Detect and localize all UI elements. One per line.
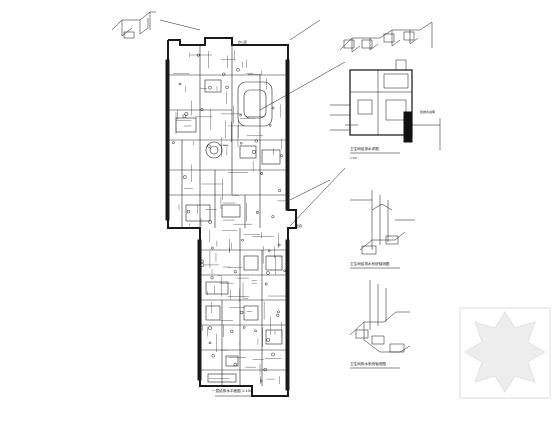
fixture-symbol bbox=[264, 282, 268, 286]
fixture-symbol bbox=[200, 259, 204, 264]
fixture-symbol bbox=[196, 53, 200, 57]
fixture-symbol bbox=[207, 144, 211, 148]
fixture-symbol bbox=[240, 142, 243, 145]
fixture-symbol bbox=[236, 68, 240, 72]
lower-block-partitions bbox=[200, 228, 288, 386]
fixture-symbol bbox=[211, 246, 214, 250]
fixture-symbol bbox=[260, 172, 264, 175]
fixture-symbol bbox=[260, 379, 263, 382]
star-seal-icon bbox=[459, 307, 551, 399]
side-note-label: 给排水说明 bbox=[420, 110, 436, 114]
fixture-symbol bbox=[230, 329, 234, 333]
fixture-symbol bbox=[283, 269, 286, 272]
fixture-symbol bbox=[211, 354, 215, 358]
fixture-symbol bbox=[254, 329, 257, 333]
fixture-symbol bbox=[276, 313, 280, 317]
main-building-outline bbox=[165, 37, 297, 397]
fixture-symbol bbox=[200, 263, 205, 267]
main-plan-caption: 一层给排水平面图 1:100 bbox=[212, 389, 253, 393]
fixture-symbol bbox=[241, 238, 244, 242]
top-left-iso-sketch bbox=[111, 11, 156, 39]
fixture-symbol bbox=[200, 108, 204, 111]
caption-underlines bbox=[215, 152, 400, 397]
fixture-symbol bbox=[208, 326, 212, 331]
fixture-symbol bbox=[263, 367, 267, 372]
fixture-symbol bbox=[252, 149, 256, 154]
fixture-symbol bbox=[182, 175, 187, 179]
fixture-symbol bbox=[225, 85, 229, 90]
fixture-symbol bbox=[222, 72, 226, 76]
fixture-symbol bbox=[208, 220, 213, 224]
fixture-symbol bbox=[210, 276, 214, 280]
toilet-detail-plan bbox=[330, 59, 441, 150]
fixture-symbol bbox=[171, 141, 175, 145]
fixture-symbol bbox=[186, 210, 191, 214]
detail-caption-plan: 卫生间给排水详图 bbox=[350, 147, 379, 151]
fixture-symbol bbox=[267, 249, 271, 252]
fixture-symbol bbox=[271, 215, 275, 219]
fixture-symbol bbox=[278, 188, 282, 192]
pipe-runs bbox=[172, 50, 286, 384]
fixture-symbol bbox=[266, 271, 270, 275]
detail-caption-drainage: 卫生间排水系统轴测图 bbox=[350, 362, 386, 366]
fixture-symbol bbox=[254, 139, 258, 143]
water-supply-iso-detail bbox=[349, 280, 411, 353]
upper-block-partitions bbox=[168, 45, 288, 228]
fixture-symbol bbox=[208, 341, 212, 345]
fixture-symbol bbox=[268, 124, 272, 127]
fixture-symbol bbox=[239, 310, 244, 315]
fixture-symbol bbox=[182, 114, 187, 119]
fixture-symbol bbox=[242, 326, 246, 329]
fixture-symbol bbox=[184, 112, 189, 116]
leader-lines bbox=[159, 19, 346, 227]
fixture-symbol bbox=[233, 270, 238, 274]
fixture-symbol bbox=[271, 106, 275, 110]
fixture-symbol bbox=[271, 352, 275, 357]
fixture-symbol bbox=[178, 82, 182, 86]
fixture-symbol bbox=[233, 362, 238, 367]
room-label-top: 办公区 bbox=[238, 40, 248, 44]
drainage-iso-detail bbox=[350, 190, 415, 255]
fixture-symbols bbox=[171, 53, 286, 382]
fixture-symbol bbox=[277, 310, 280, 314]
top-right-iso-row bbox=[339, 21, 433, 53]
fixture-symbol bbox=[208, 85, 212, 90]
fixture-symbol bbox=[277, 243, 281, 247]
fixture-symbol bbox=[239, 113, 242, 117]
detail-scale-note: 1:50 bbox=[350, 156, 357, 160]
corridor-label: 走廊 bbox=[296, 224, 303, 228]
fixture-symbol bbox=[255, 210, 259, 214]
fixture-symbol bbox=[280, 154, 283, 158]
detail-caption-system: 卫生间给排水系统轴测图 bbox=[350, 262, 390, 266]
fixture-symbol bbox=[266, 337, 271, 342]
